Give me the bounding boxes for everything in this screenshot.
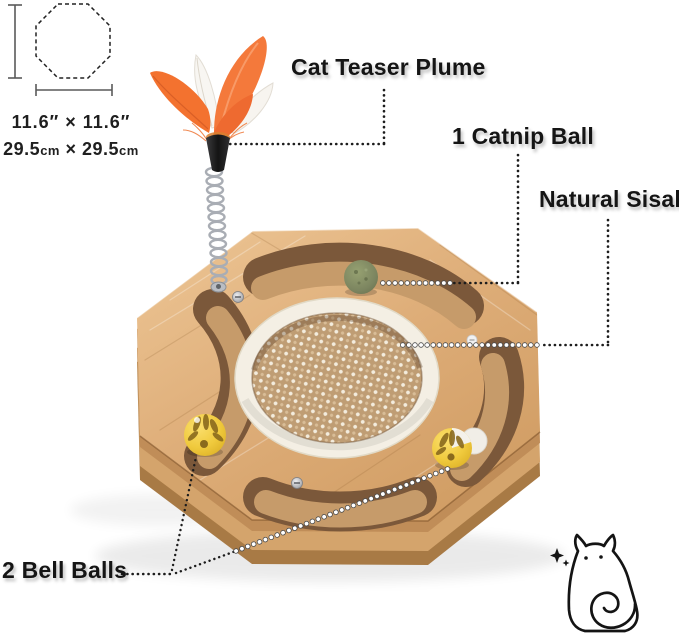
feather-orange-right (214, 36, 267, 133)
size-spec: 11.6″ × 11.6″ 29.5cm × 29.5cm (0, 112, 142, 160)
sparkle-icon (550, 548, 570, 567)
screw (291, 477, 303, 489)
width-measure-line (35, 84, 113, 96)
callout-natural-sisal: Natural Sisal (539, 186, 679, 212)
sisal-weave (252, 313, 422, 443)
screws (232, 291, 478, 489)
callout-catnip-ball: 1 Catnip Ball (452, 123, 594, 149)
size-cm: 29.5cm × 29.5cm (3, 139, 139, 159)
feather-orange-center (212, 94, 253, 141)
track-cutout-right (446, 337, 525, 487)
leader-line-sisal (397, 218, 610, 348)
height-measure-line (8, 4, 22, 79)
callout-bell-balls: 2 Bell Balls (2, 557, 128, 583)
leader-line-catnip (375, 153, 520, 286)
leader-line-plume (224, 88, 386, 146)
spring-grommet (210, 281, 227, 293)
bell-ball-right (432, 428, 472, 470)
cat-doodle-icon (567, 533, 639, 633)
sisal-pad (234, 297, 440, 459)
track-cutout-bottom (243, 477, 437, 532)
screw (232, 291, 244, 303)
size-spec-drawing (8, 3, 113, 96)
teaser-cone (206, 134, 230, 172)
size-inches: 11.6″ × 11.6″ (11, 112, 131, 132)
spring (204, 166, 229, 293)
octagon-dashed-icon (35, 3, 111, 79)
catnip-ball (344, 260, 378, 296)
bell-ball-left (184, 414, 226, 457)
leader-lines (120, 88, 610, 576)
leader-line-bells (120, 455, 453, 576)
callout-cat-teaser-plume: Cat Teaser Plume (291, 54, 486, 80)
feather-plume (150, 36, 274, 172)
